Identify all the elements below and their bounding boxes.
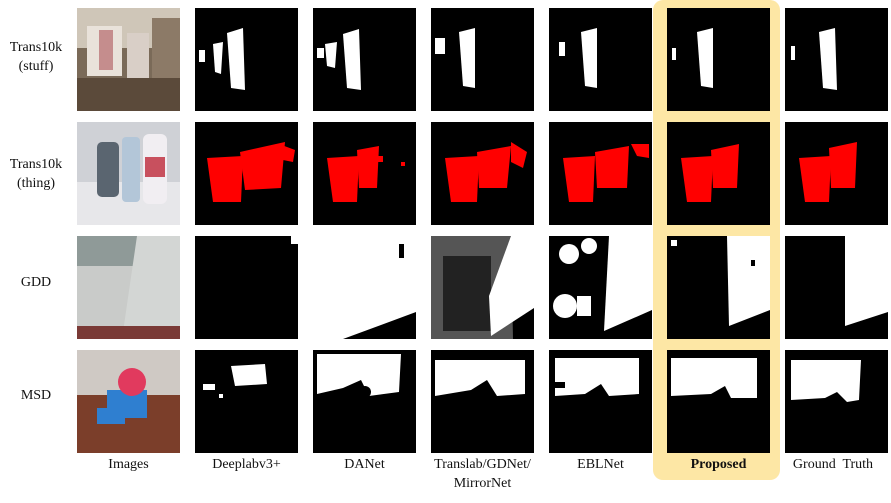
mask-gdd-eblnet: [549, 236, 652, 339]
input-image-mirror: [77, 350, 180, 453]
mask-gdd-proposed: [667, 236, 770, 339]
mask-msd-proposed: [667, 350, 770, 453]
mask-msd-danet: [313, 350, 416, 453]
input-image-cups: [77, 122, 180, 225]
mask-msd-deeplabv3: [195, 350, 298, 453]
row-label-gdd: GDD: [20, 275, 52, 290]
mask-thing-deeplabv3: [195, 122, 298, 225]
mask-stuff-danet: [313, 8, 416, 111]
mask-stuff-ground-truth: [785, 8, 888, 111]
mask-stuff-deeplabv3: [195, 8, 298, 111]
mask-thing-danet: [313, 122, 416, 225]
col-label-images: Images: [108, 457, 149, 472]
col-label-proposed: Proposed: [690, 457, 747, 472]
mask-gdd-danet: [313, 236, 416, 339]
col-label-eblnet: EBLNet: [577, 457, 624, 472]
mask-thing-proposed: [667, 122, 770, 225]
input-image-store: [77, 8, 180, 111]
mask-thing-eblnet: [549, 122, 652, 225]
col-label-ground-truth: Ground Truth: [792, 457, 874, 472]
mask-msd-translab: [431, 350, 534, 453]
col-label-translab-gdnet-mirrornet: Translab/GDNet/ MirrorNet: [434, 457, 531, 491]
col-label-deeplabv3: Deeplabv3+: [212, 457, 281, 472]
row-label-trans10k-stuff: Trans10k (stuff): [9, 40, 63, 74]
mask-stuff-proposed: [667, 8, 770, 111]
input-image-glass-door: [77, 236, 180, 339]
row-label-trans10k-thing: Trans10k (thing): [9, 157, 63, 191]
mask-gdd-ground-truth: [785, 236, 888, 339]
mask-stuff-translab: [431, 8, 534, 111]
mask-thing-ground-truth: [785, 122, 888, 225]
mask-stuff-eblnet: [549, 8, 652, 111]
mask-gdd-deeplabv3: [195, 236, 298, 339]
mask-msd-eblnet: [549, 350, 652, 453]
mask-msd-ground-truth: [785, 350, 888, 453]
row-label-msd: MSD: [20, 388, 52, 403]
col-label-danet: DANet: [344, 457, 385, 472]
mask-thing-translab: [431, 122, 534, 225]
mask-gdd-translab: [431, 236, 534, 339]
